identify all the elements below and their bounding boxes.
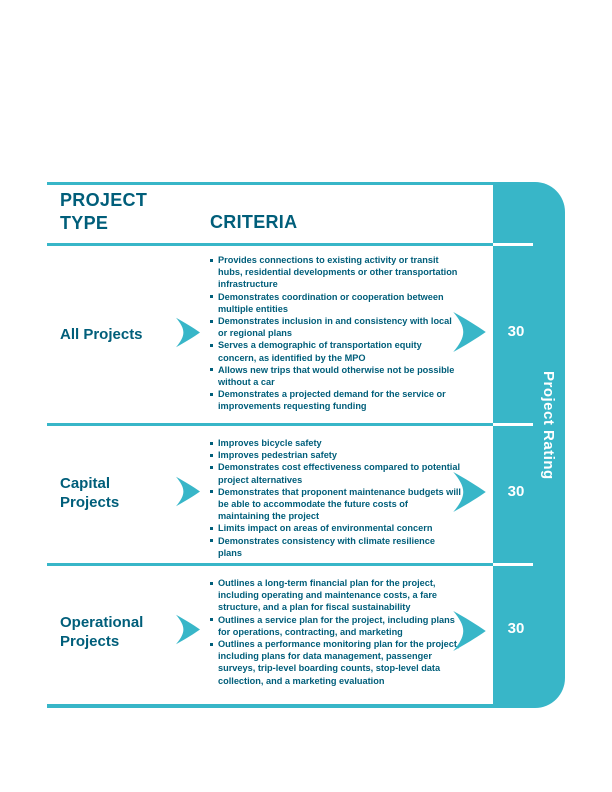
rating-value-capital-projects: 30	[507, 483, 525, 500]
criteria-item: Serves a demographic of transportation e…	[209, 339, 461, 363]
header-divider-sidebar-segment	[493, 243, 533, 246]
criteria-item: Limits impact on areas of environmental …	[209, 522, 461, 534]
row-label-all-projects: All Projects	[60, 326, 143, 343]
arrow-right-icon	[176, 476, 200, 507]
arrow-right-icon	[453, 472, 486, 512]
row-label-operational-projects: Operational Projects	[60, 614, 144, 651]
criteria-item: Provides connections to existing activit…	[209, 254, 461, 291]
project-rating-sidebar	[493, 182, 565, 708]
criteria-item: Demonstrates consistency with climate re…	[209, 535, 461, 559]
criteria-item: Outlines a long-term financial plan for …	[209, 577, 461, 614]
criteria-list-all-projects: Provides connections to existing activit…	[209, 254, 461, 413]
row-divider-1	[47, 423, 493, 426]
table-bottom-border	[47, 704, 493, 708]
arrow-right-icon	[176, 614, 200, 645]
header-divider	[47, 243, 493, 246]
criteria-item: Demonstrates a projected demand for the …	[209, 388, 461, 412]
criteria-item: Demonstrates inclusion in and consistenc…	[209, 315, 461, 339]
criteria-item: Outlines a performance monitoring plan f…	[209, 638, 461, 687]
criteria-item: Improves bicycle safety	[209, 437, 461, 449]
criteria-list-capital-projects: Improves bicycle safety Improves pedestr…	[209, 437, 461, 559]
criteria-item: Demonstrates coordination or cooperation…	[209, 291, 461, 315]
table-top-border	[47, 182, 493, 185]
criteria-item: Allows new trips that would otherwise no…	[209, 364, 461, 388]
row-divider-2-sidebar-segment	[493, 563, 533, 566]
criteria-item: Outlines a service plan for the project,…	[209, 614, 461, 638]
arrow-right-icon	[453, 312, 486, 352]
project-rating-vertical-label: Project Rating	[540, 371, 557, 480]
column-header-criteria: CRITERIA	[210, 212, 298, 232]
column-header-project-type: PROJECT TYPE	[60, 190, 148, 234]
row-divider-1-sidebar-segment	[493, 423, 533, 426]
criteria-list-operational-projects: Outlines a long-term financial plan for …	[209, 577, 461, 687]
row-label-capital-projects: Capital Projects	[60, 475, 120, 512]
row-divider-2	[47, 563, 493, 566]
criteria-item: Improves pedestrian safety	[209, 449, 461, 461]
criteria-item: Demonstrates cost effectiveness compared…	[209, 461, 461, 485]
rating-value-all-projects: 30	[507, 323, 525, 340]
criteria-item: Demonstrates that proponent maintenance …	[209, 486, 461, 523]
arrow-right-icon	[176, 317, 200, 348]
arrow-right-icon	[453, 611, 486, 651]
rating-value-operational-projects: 30	[507, 620, 525, 637]
